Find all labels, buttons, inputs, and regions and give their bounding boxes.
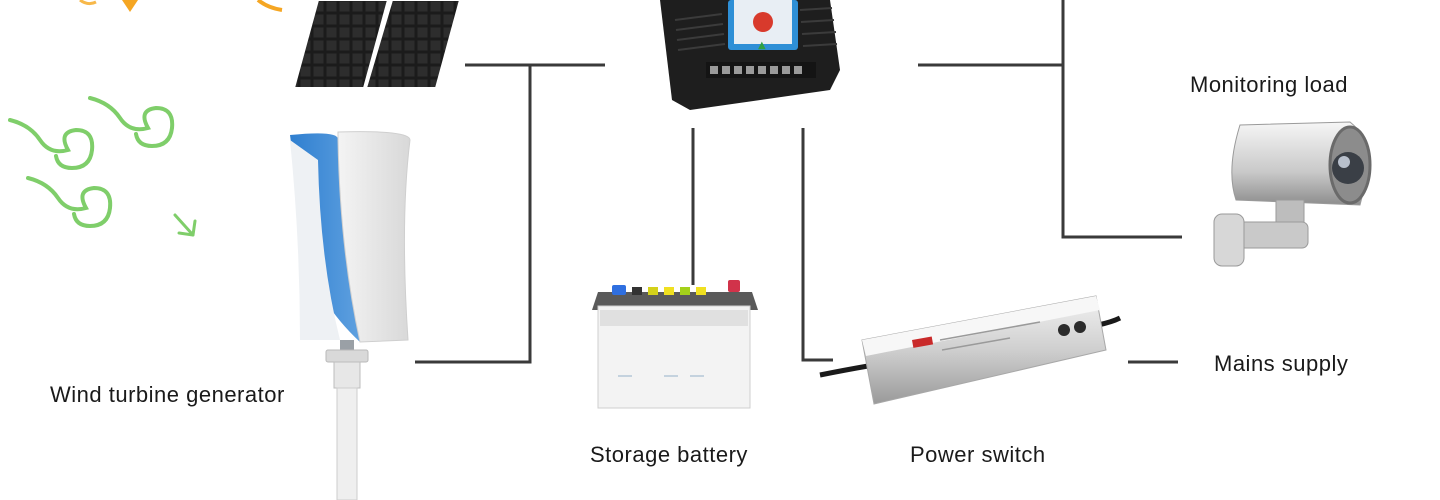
label-mains-supply: Mains supply <box>1214 351 1349 376</box>
label-storage-battery: Storage battery <box>590 442 748 467</box>
power-supply-icon <box>819 295 1122 405</box>
connection-lines <box>415 0 1182 364</box>
line-controller-to-power-switch <box>801 128 833 362</box>
sun-icon <box>79 0 283 12</box>
solar-panel-icon <box>292 0 462 89</box>
security-camera-icon <box>1213 121 1372 267</box>
wind-gust-icon <box>8 96 197 237</box>
line-load-branch <box>1061 0 1182 239</box>
charge-controller-icon: ▲ <box>660 0 840 110</box>
battery-icon <box>592 280 758 409</box>
label-monitoring-load: Monitoring load <box>1190 72 1348 97</box>
wind-turbine-icon <box>290 131 411 500</box>
line-turbine-to-controller <box>415 65 532 364</box>
label-power-switch: Power switch <box>910 442 1046 467</box>
svg-text:▲: ▲ <box>758 40 766 51</box>
label-wind-turbine: Wind turbine generator <box>50 382 285 407</box>
